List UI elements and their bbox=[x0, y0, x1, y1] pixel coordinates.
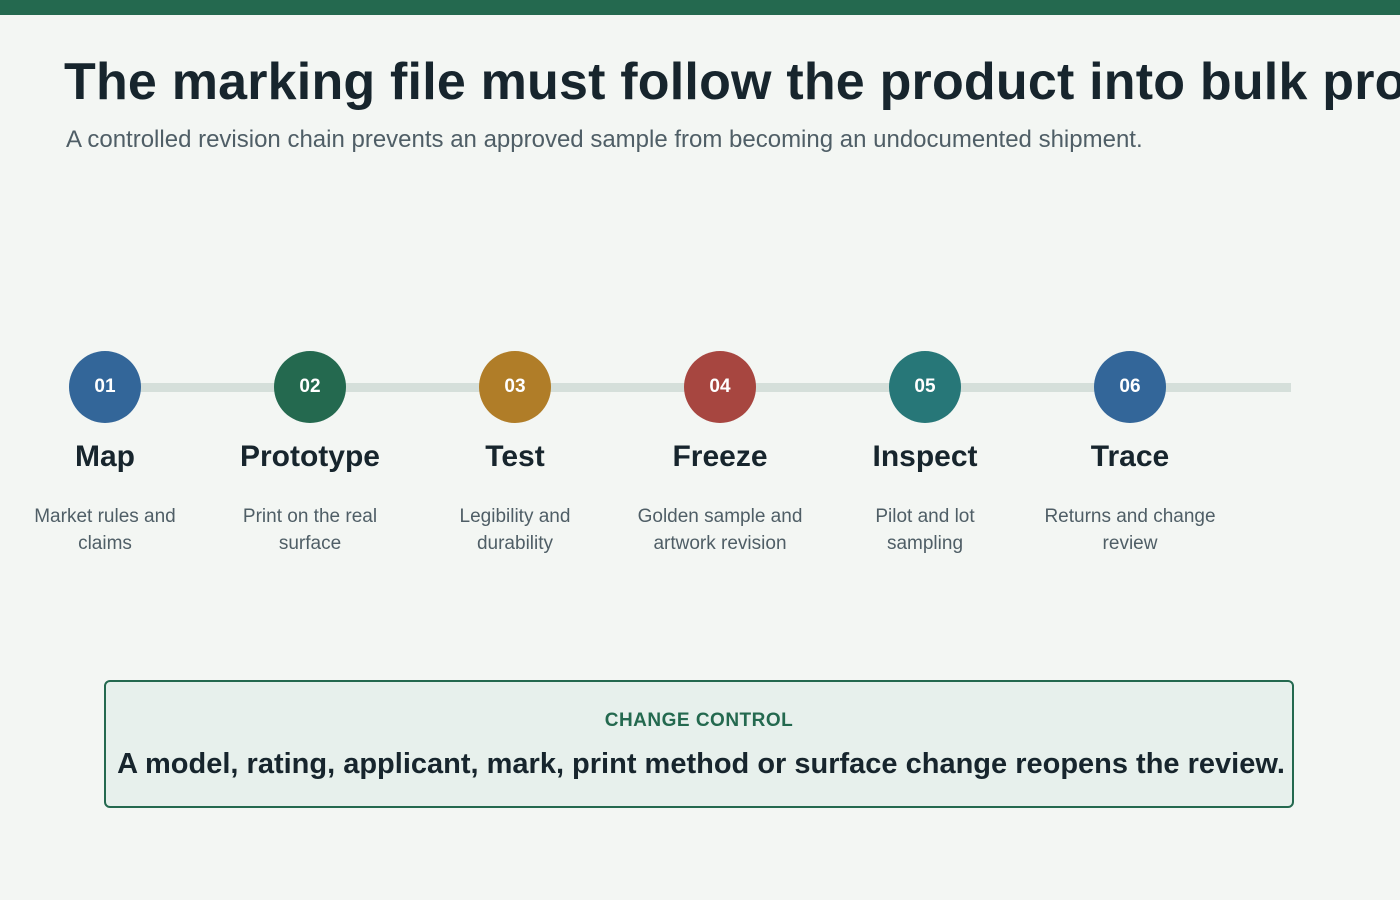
step-number-badge: 06 bbox=[1094, 351, 1166, 423]
page-subtitle: A controlled revision chain prevents an … bbox=[66, 126, 1143, 153]
step-test: 03 Test Legibility and durability bbox=[425, 351, 605, 557]
change-control-callout: CHANGE CONTROL A model, rating, applican… bbox=[104, 680, 1294, 808]
step-title: Prototype bbox=[239, 440, 380, 473]
step-title: Map bbox=[75, 440, 135, 473]
callout-text: A model, rating, applicant, mark, print … bbox=[117, 748, 1285, 780]
step-number-badge: 01 bbox=[69, 351, 141, 423]
step-description: Print on the real surface bbox=[242, 506, 378, 554]
step-freeze: 04 Freeze Golden sample and artwork revi… bbox=[630, 351, 810, 557]
step-map: 01 Map Market rules and claims bbox=[15, 351, 195, 557]
page-title: The marking file must follow the product… bbox=[64, 53, 1400, 111]
step-trace: 06 Trace Returns and change review bbox=[1040, 351, 1220, 557]
top-accent-bar bbox=[0, 0, 1400, 15]
step-title: Test bbox=[485, 440, 545, 473]
step-description: Golden sample and artwork revision bbox=[637, 506, 803, 554]
step-description: Pilot and lot sampling bbox=[875, 506, 975, 554]
step-description: Returns and change review bbox=[1044, 506, 1216, 554]
callout-label: CHANGE CONTROL bbox=[604, 710, 794, 731]
step-description: Market rules and claims bbox=[34, 506, 176, 554]
step-title: Inspect bbox=[872, 440, 978, 473]
step-prototype: 02 Prototype Print on the real surface bbox=[220, 351, 400, 557]
step-number-badge: 04 bbox=[684, 351, 756, 423]
step-inspect: 05 Inspect Pilot and lot sampling bbox=[835, 351, 1015, 557]
step-title: Trace bbox=[1090, 440, 1170, 473]
step-number-badge: 03 bbox=[479, 351, 551, 423]
step-description: Legibility and durability bbox=[459, 506, 571, 554]
step-number-badge: 02 bbox=[274, 351, 346, 423]
step-number-badge: 05 bbox=[889, 351, 961, 423]
step-title: Freeze bbox=[672, 440, 768, 473]
